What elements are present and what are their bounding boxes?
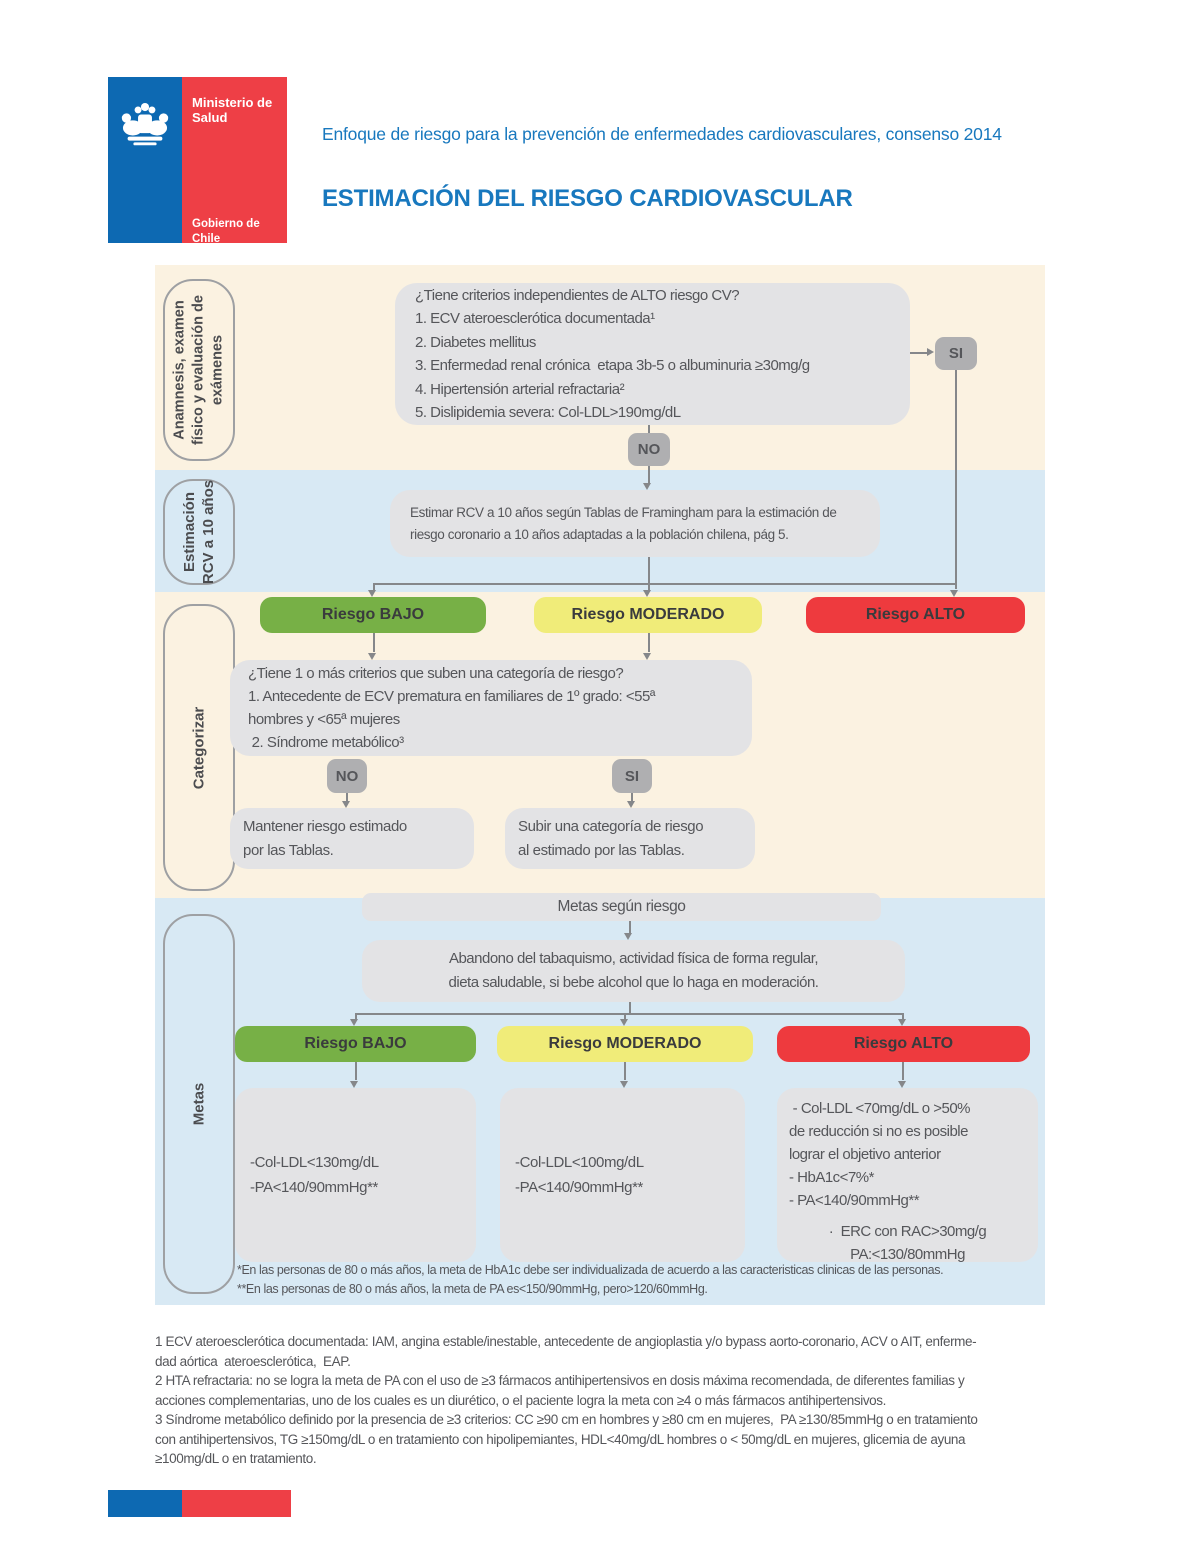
risk-high-pill-2: Riesgo ALTO [777,1026,1030,1062]
flow-line [624,1013,626,1020]
flow-arrow-down [350,1081,358,1088]
goal-high-box: - Col-LDL <70mg/dL o >50% de reducción s… [777,1088,1038,1263]
lifestyle-box: Abandono del tabaquismo, actividad físic… [362,940,905,1002]
flow-arrow-down [898,1081,906,1088]
government-name: Gobierno de Chile [192,218,260,245]
no-node-2: NO [327,759,367,793]
flow-arrow-down [627,801,635,808]
flow-line [902,1062,904,1080]
section-label-categorizar-text: Categorizar [190,706,208,789]
flow-line [631,793,633,801]
document-subtitle: Enfoque de riesgo para la prevención de … [322,124,1002,144]
section-label-anamnesis: Anamnesis, examen físico y evaluación de… [163,279,235,461]
flow-arrow-down [350,1019,358,1026]
flow-line [355,1013,903,1015]
footnotes-block: 1 ECV ateroesclerótica documentada: IAM,… [155,1332,1045,1469]
metas-header-bar: Metas según riesgo [362,893,881,921]
flow-line [648,583,650,590]
goal-low-box: -Col-LDL<130mg/dL -PA<140/90mmHg** [235,1088,476,1262]
page-title: ESTIMACIÓN DEL RIESGO CARDIOVASCULAR [322,185,853,212]
flow-line [624,1062,626,1080]
risk-high-pill-1: Riesgo ALTO [806,597,1025,633]
logo-red-panel [182,77,287,243]
flow-arrow-down [643,483,651,490]
risk-low-pill-1: Riesgo BAJO [260,597,486,633]
flow-line [629,921,631,933]
raise-risk-box: Subir una categoría de riesgo al estimad… [505,808,755,869]
section-label-categorizar: Categorizar [163,604,235,891]
footnote-2: 2 HTA refractaria: no se logra la meta d… [155,1373,965,1408]
flow-arrow-down [898,1019,906,1026]
goal-moderate-box: -Col-LDL<100mg/dL -PA<140/90mmHg** [500,1088,745,1262]
framingham-box: Estimar RCV a 10 años según Tablas de Fr… [390,490,880,557]
chile-coat-of-arms-icon [121,102,169,146]
risk-moderate-pill-2: Riesgo MODERADO [497,1026,753,1062]
flow-arrow-down [643,653,651,660]
flow-line [373,583,375,590]
flow-arrow-down [624,933,632,940]
flow-line [910,352,927,354]
goal-high-erc-text: · ERC con RAC>30mg/g PA:<130/80mmHg [828,1223,987,1263]
flow-arrow-down [368,590,376,597]
section-label-estimacion: Estimación RCV a 10 años [163,479,235,585]
footnote-1: 1 ECV ateroesclerótica documentada: IAM,… [155,1334,977,1369]
risk-moderate-pill-1: Riesgo MODERADO [534,597,762,633]
flow-arrow-down [620,1081,628,1088]
section-label-anamnesis-text: Anamnesis, examen físico y evaluación de… [171,295,226,445]
flow-arrow-down [368,653,376,660]
footnote-3: 3 Síndrome metabólico definido por la pr… [155,1412,978,1466]
flow-line [346,793,348,801]
high-risk-criteria-box: ¿Tiene criterios independientes de ALTO … [395,283,910,425]
flow-line [648,425,650,434]
no-node-1: NO [628,433,670,466]
risk-low-pill-2: Riesgo BAJO [235,1026,476,1062]
flow-line [373,583,955,585]
minsal-logo: Ministerio de Salud Gobierno de Chile [108,77,287,245]
flow-line [373,633,375,652]
section-label-metas-text: Metas [190,1082,208,1126]
upgrade-criteria-box: ¿Tiene 1 o más criterios que suben una c… [230,660,752,756]
yes-node-2: SI [612,759,652,793]
yes-node-1: SI [935,337,977,370]
flow-arrow-down [950,590,958,597]
flow-line [648,466,650,483]
flow-line [648,557,650,583]
flow-arrow-down [342,801,350,808]
flow-line [355,1013,357,1020]
flow-line [955,370,957,589]
section-label-estimacion-text: Estimación RCV a 10 años [181,479,217,585]
flow-line [355,1062,357,1080]
flow-arrow-right [927,348,934,356]
flow-line [629,1002,631,1014]
footer-bar-blue [108,1490,182,1517]
ministry-name: Ministerio de Salud [192,95,273,125]
footer-bar-red [182,1490,291,1517]
flow-arrow-down [620,1019,628,1026]
goal-high-main-text: - Col-LDL <70mg/dL o >50% de reducción s… [789,1100,971,1209]
asterisk-footnotes: *En las personas de 80 o más años, la me… [237,1263,944,1296]
keep-risk-box: Mantener riesgo estimado por las Tablas. [230,808,474,869]
flow-line [902,1013,904,1020]
flow-arrow-down [643,590,651,597]
flow-line [648,633,650,652]
section-label-metas: Metas [163,914,235,1294]
